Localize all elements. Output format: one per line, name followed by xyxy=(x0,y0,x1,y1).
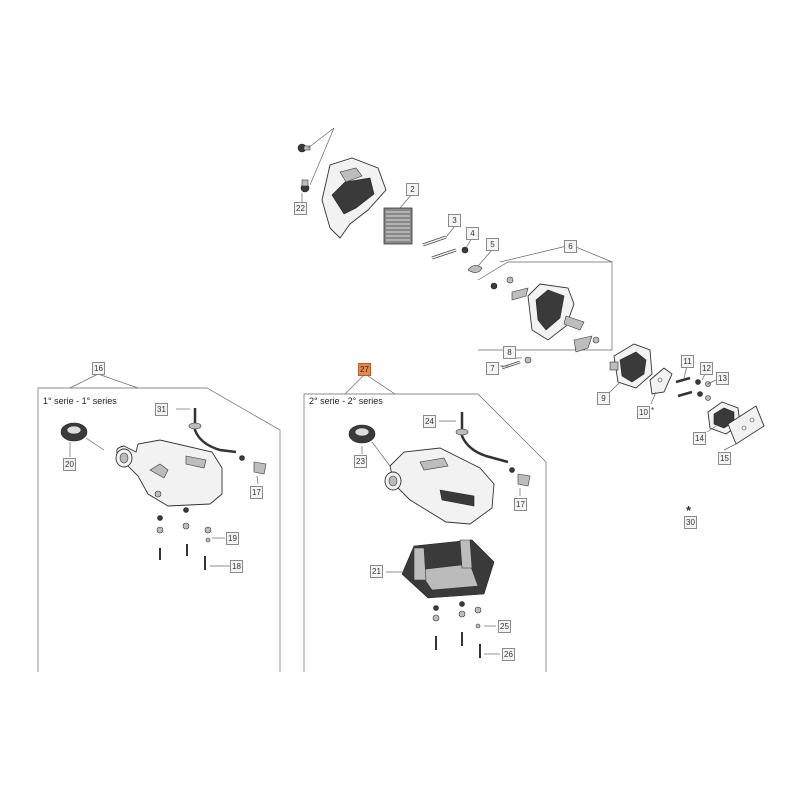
tank-support-part xyxy=(386,539,495,599)
fuel-cap-part xyxy=(60,422,105,451)
callout-label[interactable]: 4 xyxy=(466,227,479,240)
group-frame-6 xyxy=(477,244,613,351)
screw-part xyxy=(297,127,335,204)
callout-label[interactable]: 17 xyxy=(514,498,527,511)
callout-label[interactable]: 12 xyxy=(700,362,713,375)
callout-label[interactable]: 2 xyxy=(406,183,419,196)
callout-label[interactable]: 10 xyxy=(637,406,650,419)
star-marker: * xyxy=(651,406,655,415)
callout-label[interactable]: 3 xyxy=(448,214,461,227)
callout-label[interactable]: 6 xyxy=(564,240,577,253)
group-frame-1 xyxy=(37,373,281,672)
leader-lines xyxy=(69,357,737,496)
callout-label[interactable]: 24 xyxy=(423,415,436,428)
callout-label[interactable]: 17 xyxy=(250,486,263,499)
callout-label-highlighted[interactable]: 27 xyxy=(358,363,371,376)
gasket-part xyxy=(649,367,673,395)
screw-part xyxy=(675,376,711,401)
callout-label[interactable]: 9 xyxy=(597,392,610,405)
callout-label[interactable]: 30 xyxy=(684,516,697,529)
callout-label[interactable]: 23 xyxy=(354,455,367,468)
intake-part xyxy=(490,276,600,353)
fuel-tank-part xyxy=(115,439,223,507)
support-fixings-part xyxy=(432,601,500,658)
tank-fixings-part xyxy=(156,507,230,570)
fuel-cap-part xyxy=(348,424,391,467)
carburetor-part xyxy=(607,343,653,395)
callout-label[interactable]: 15 xyxy=(718,452,731,465)
callout-label[interactable]: 8 xyxy=(503,346,516,359)
callout-label[interactable]: 25 xyxy=(498,620,511,633)
fuel-hose-part xyxy=(455,412,531,487)
screw-part xyxy=(501,356,532,370)
callout-label[interactable]: 16 xyxy=(92,362,105,375)
callout-label[interactable]: 26 xyxy=(502,648,515,661)
fuel-tank-part xyxy=(384,447,495,525)
air-filter-part xyxy=(383,193,413,245)
bolt-part xyxy=(422,225,493,273)
callout-label[interactable]: 19 xyxy=(226,532,239,545)
callout-label[interactable]: 18 xyxy=(230,560,243,573)
gasket-plate-part xyxy=(727,405,765,445)
callout-label[interactable]: 11 xyxy=(681,355,694,368)
star-marker: * xyxy=(686,503,692,518)
group-frame-2 xyxy=(303,373,547,672)
callout-label[interactable]: 22 xyxy=(294,202,307,215)
callout-label[interactable]: 5 xyxy=(486,238,499,251)
callout-label[interactable]: 14 xyxy=(693,432,706,445)
group-title-series-2: 2° serie - 2° series xyxy=(309,396,383,406)
callout-label[interactable]: 20 xyxy=(63,458,76,471)
group-title-series-1: 1° serie - 1° series xyxy=(43,396,117,406)
cover-part xyxy=(321,157,387,239)
fuel-hose-part xyxy=(188,408,267,475)
callout-label[interactable]: 21 xyxy=(370,565,383,578)
callout-label[interactable]: 31 xyxy=(155,403,168,416)
callout-label[interactable]: 13 xyxy=(716,372,729,385)
callout-label[interactable]: 7 xyxy=(486,362,499,375)
